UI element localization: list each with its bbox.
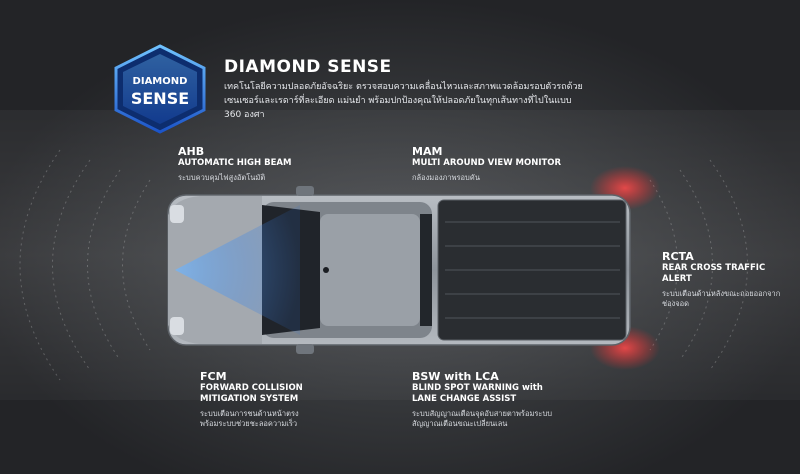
feature-ahb: AHB AUTOMATIC HIGH BEAM ระบบควบคุมไฟสูงอ…	[178, 145, 358, 183]
page-description: เทคโนโลยีความปลอดภัยอัจฉริยะ ตรวจสอบความ…	[224, 82, 583, 120]
page-title: DIAMOND SENSE	[224, 57, 392, 77]
feature-bsw-lca: BSW with LCA BLIND SPOT WARNING with LAN…	[412, 370, 552, 429]
feature-code: MAM	[412, 145, 443, 158]
feature-code: RCTA	[662, 250, 694, 263]
rear-sensor-waves	[649, 159, 748, 371]
badge-line2: SENSE	[131, 89, 189, 108]
feature-desc: กล้องมองภาพรอบคัน	[412, 173, 480, 182]
feature-code: AHB	[178, 145, 205, 158]
feature-code: FCM	[200, 370, 227, 383]
feature-desc: ระบบสัญญาณเตือนจุดอับสายตาพร้อมระบบสัญญา…	[412, 409, 552, 428]
front-camera-beam	[175, 205, 300, 335]
feature-desc: ระบบควบคุมไฟสูงอัตโนมัติ	[178, 173, 266, 182]
feature-desc: ระบบเตือนด้านหลังขณะถอยออกจากช่องจอด	[662, 289, 781, 308]
feature-fcm: FCM FORWARD COLLISION MITIGATION SYSTEM …	[200, 370, 310, 429]
feature-mam: MAM MULTI AROUND VIEW MONITOR กล้องมองภา…	[412, 145, 592, 183]
badge-line1: DIAMOND	[133, 76, 188, 87]
feature-name: AUTOMATIC HIGH BEAM	[178, 158, 292, 168]
feature-rcta: RCTA REAR CROSS TRAFFIC ALERT ระบบเตือนด…	[662, 250, 792, 309]
diamond-sense-badge: DIAMOND SENSE	[114, 44, 206, 134]
feature-name: REAR CROSS TRAFFIC ALERT	[662, 263, 766, 284]
feature-name: BLIND SPOT WARNING with LANE CHANGE ASSI…	[412, 383, 543, 404]
feature-name: FORWARD COLLISION MITIGATION SYSTEM	[200, 383, 303, 404]
feature-name: MULTI AROUND VIEW MONITOR	[412, 158, 562, 168]
feature-desc: ระบบเตือนการชนด้านหน้าตรงพร้อมระบบช่วยชะ…	[200, 409, 299, 428]
front-sensor-waves	[19, 149, 151, 381]
front-camera-dot	[323, 267, 329, 273]
feature-code: BSW with LCA	[412, 370, 499, 383]
